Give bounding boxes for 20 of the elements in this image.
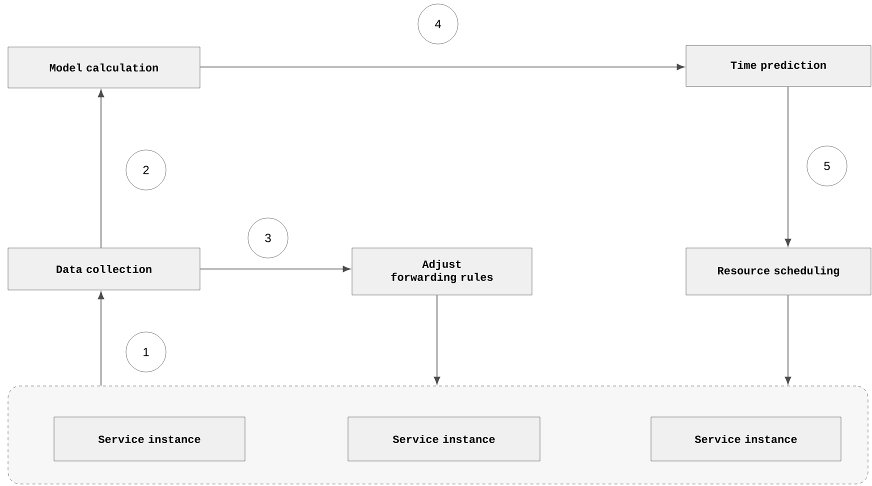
process-box: Model calculation (8, 46, 200, 88)
step-number: 5 (806, 146, 848, 186)
arrow (434, 294, 440, 385)
process-box: Adjust forwarding rules (352, 248, 532, 296)
process-box: Data collection (8, 248, 200, 290)
process-box: Resource scheduling (686, 248, 872, 296)
arrow (98, 89, 104, 248)
arrow (98, 291, 104, 386)
arrow (784, 86, 792, 247)
process-box: Time prediction (686, 45, 872, 87)
process-box: Service instance (650, 416, 842, 462)
arrow (200, 64, 685, 70)
step-number: 4 (418, 4, 458, 44)
arrow (200, 266, 351, 272)
process-box: Service instance (54, 416, 246, 462)
arrow (784, 294, 792, 385)
process-box: Service instance (348, 416, 540, 462)
step-number: 3 (248, 218, 288, 258)
step-number: 2 (126, 150, 166, 190)
step-number: 1 (126, 332, 166, 372)
